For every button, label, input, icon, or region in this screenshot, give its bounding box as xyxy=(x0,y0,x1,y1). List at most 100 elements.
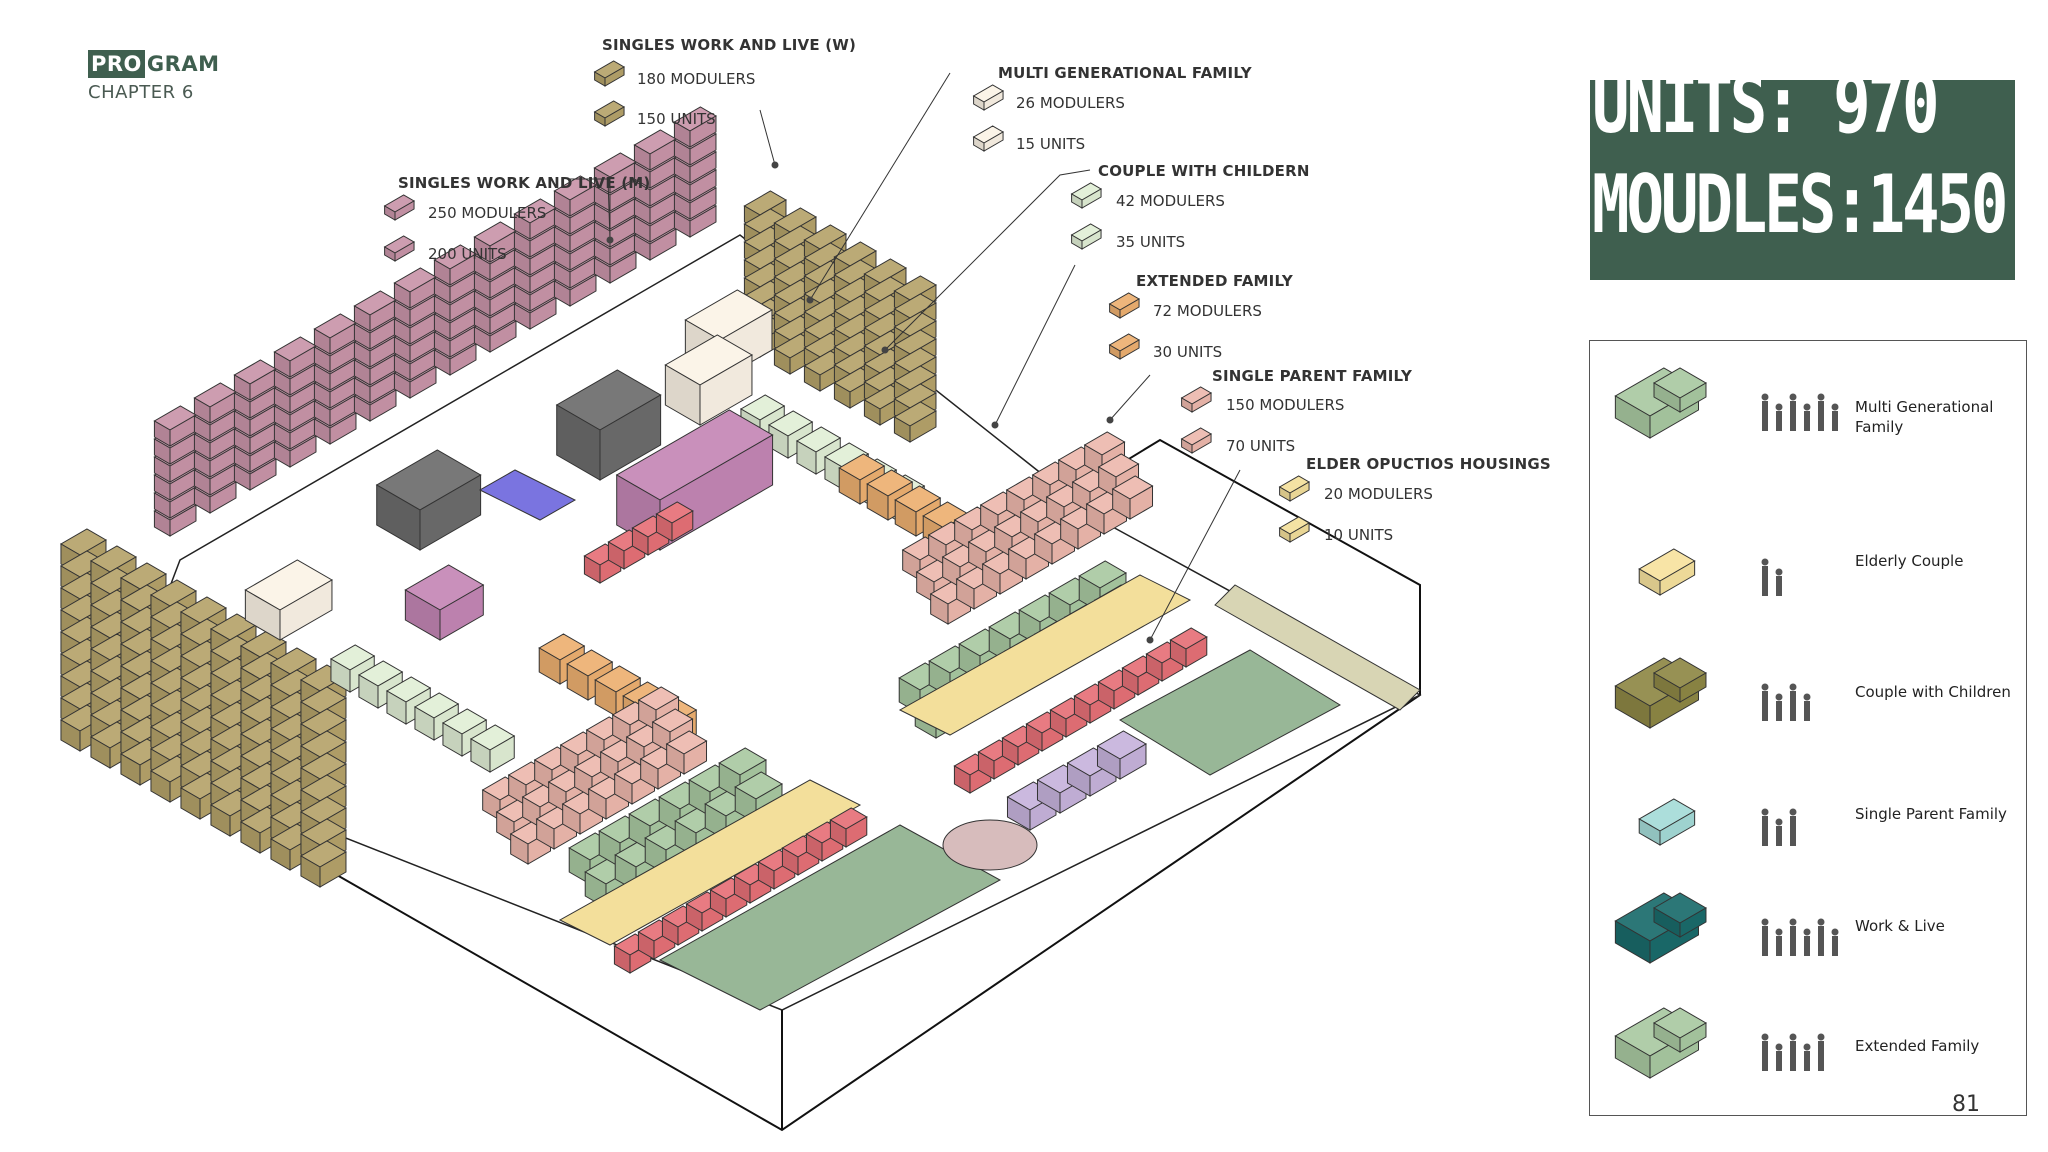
elder-strip xyxy=(558,779,862,946)
green-field-front xyxy=(658,824,1002,1011)
callout-swatch-icon xyxy=(972,84,1005,111)
person-icon xyxy=(1804,701,1810,721)
callout-swatch-icon xyxy=(1108,333,1141,360)
single-parent-module xyxy=(1111,475,1154,520)
red-module xyxy=(829,807,868,848)
person-icon xyxy=(1775,1043,1783,1051)
lavender-module xyxy=(1096,730,1147,780)
person-icon xyxy=(1789,1033,1797,1041)
chapter-subtitle: CHAPTER 6 xyxy=(88,82,194,103)
person-icon xyxy=(1832,936,1838,956)
callout-swatch-icon xyxy=(972,125,1005,152)
singles-m-module xyxy=(473,221,517,263)
person-icon xyxy=(1831,403,1839,411)
person-icon xyxy=(1804,1051,1810,1071)
leader-line xyxy=(994,264,1076,426)
purple-block xyxy=(404,564,485,641)
singles-m-module xyxy=(353,290,397,332)
singles-m-module xyxy=(393,267,437,309)
callout-leader-lines xyxy=(570,72,1241,644)
pool xyxy=(478,469,577,521)
elder-strip xyxy=(898,574,1192,736)
person-icon xyxy=(1775,403,1783,411)
person-icon xyxy=(1831,928,1839,936)
callout-swatch-icon xyxy=(1278,516,1311,543)
elderly-couple-block-icon xyxy=(1638,548,1696,596)
person-icon xyxy=(1775,568,1783,576)
singles-m-module xyxy=(193,382,237,424)
callout-couple-children-title: COUPLE WITH CHILDERN xyxy=(1098,162,1310,180)
person-icon xyxy=(1803,928,1811,936)
person-icon xyxy=(1817,918,1825,926)
callout-swatch-icon xyxy=(593,100,626,127)
red-module xyxy=(1169,627,1208,668)
callout-singles-m-units: 200 UNITS xyxy=(428,245,507,263)
callout-multi-gen-title: MULTI GENERATIONAL FAMILY xyxy=(998,64,1252,82)
callout-multi-gen-modules: 26 MODULERS xyxy=(1016,94,1125,112)
person-icon xyxy=(1776,701,1782,721)
singles-m-module xyxy=(633,129,677,171)
singles-m-module xyxy=(233,359,277,401)
round-plaza xyxy=(942,819,1038,871)
leader-line xyxy=(570,178,611,241)
callout-single-parent-units: 70 UNITS xyxy=(1226,437,1296,455)
legend-label-single-parent: Single Parent Family xyxy=(1855,805,2007,823)
callout-singles-w-title: SINGLES WORK AND LIVE (W) xyxy=(602,36,857,54)
leader-dot xyxy=(881,346,889,354)
callout-swatch-icon xyxy=(383,235,416,262)
singles-m-module xyxy=(673,106,717,148)
callout-singles-w-units: 150 UNITS xyxy=(637,110,716,128)
person-icon xyxy=(1803,403,1811,411)
singles-m-module xyxy=(273,336,317,378)
callout-swatch-icon xyxy=(383,194,416,221)
callout-swatch-icon xyxy=(1070,182,1103,209)
leader-line xyxy=(1109,374,1151,421)
callout-couple-children-units: 35 UNITS xyxy=(1116,233,1186,251)
person-icon xyxy=(1803,1043,1811,1051)
single-parent-block-icon xyxy=(1638,798,1696,846)
singles-m-module xyxy=(433,244,477,286)
units-total: UNITS: 970 xyxy=(1592,80,1940,151)
person-icon xyxy=(1790,816,1796,846)
leader-line xyxy=(759,109,776,166)
person-icon xyxy=(1804,411,1810,431)
person-icon xyxy=(1775,818,1783,826)
legend-label-extended-family: Extended Family xyxy=(1855,1037,1980,1055)
person-icon xyxy=(1762,926,1768,956)
callout-singles-m-title: SINGLES WORK AND LIVE (M) xyxy=(398,174,651,192)
callout-extended-title: EXTENDED FAMILY xyxy=(1136,272,1293,290)
callout-swatch-icon xyxy=(1108,292,1141,319)
callout-singles-m-modules: 250 MODULERS xyxy=(428,204,547,222)
singles-m-module xyxy=(313,313,357,355)
dark-gray-block xyxy=(555,369,662,481)
person-icon xyxy=(1818,1041,1824,1071)
callout-elder-units: 10 UNITS xyxy=(1324,526,1394,544)
leader-line xyxy=(809,72,951,301)
multi-generational-block-icon xyxy=(1653,367,1707,413)
work-live-block-icon xyxy=(1653,892,1707,938)
green-field-right xyxy=(1118,649,1342,776)
callout-elder-modules: 20 MODULERS xyxy=(1324,485,1433,503)
person-icon xyxy=(1832,411,1838,431)
callout-swatch-icon xyxy=(1180,386,1213,413)
single-parent-module xyxy=(665,730,708,775)
person-icon xyxy=(1789,393,1797,401)
person-icon xyxy=(1817,393,1825,401)
person-icon xyxy=(1761,393,1769,401)
callout-swatch-icon xyxy=(1278,475,1311,502)
legend-label-multi-generational: Multi Generational Family xyxy=(1855,398,1994,436)
singles-w-module xyxy=(299,840,347,888)
legend-label-work-live: Work & Live xyxy=(1855,917,1945,935)
stats-panel: UNITS: 970 MOUDLES:1450 xyxy=(1590,80,2015,280)
callout-swatch-icon xyxy=(1180,427,1213,454)
legend-graphics xyxy=(1614,367,1839,1079)
person-icon xyxy=(1762,401,1768,431)
couple-children-module xyxy=(469,724,516,773)
legend-label-elderly-couple: Elderly Couple xyxy=(1855,552,1964,570)
person-icon xyxy=(1804,936,1810,956)
leader-line xyxy=(1149,469,1241,641)
person-icon xyxy=(1775,693,1783,701)
page-number: 81 xyxy=(1952,1092,1980,1117)
couple-children-module xyxy=(385,676,432,725)
